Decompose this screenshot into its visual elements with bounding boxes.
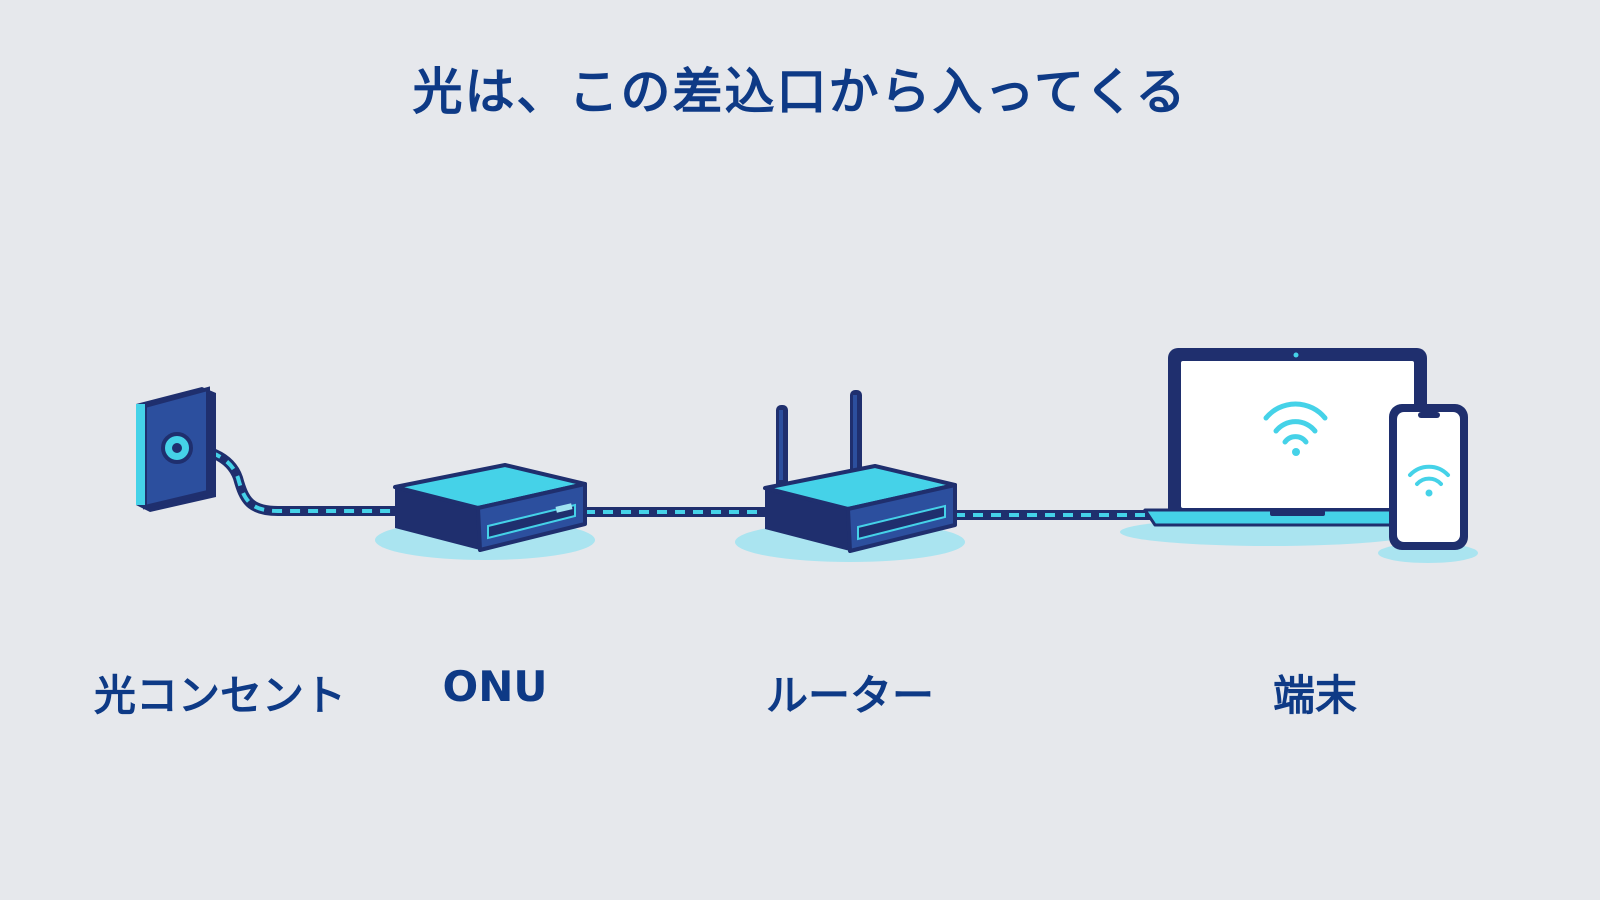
label-optical-outlet: 光コンセント (93, 671, 346, 720)
label-onu: ONU (442, 662, 548, 711)
optical-outlet-icon (136, 386, 216, 512)
label-router: ルーター (765, 671, 934, 720)
page-title: 光は、この差込口から入ってくる (412, 63, 1188, 121)
onu-box-icon (375, 463, 595, 560)
wifi-icon (1263, 401, 1328, 456)
laptop-icon (1120, 348, 1452, 546)
smartphone-icon (1378, 404, 1478, 563)
wifi-icon (1408, 464, 1450, 497)
label-device: 端末 (1272, 671, 1357, 720)
router-icon (735, 390, 965, 562)
